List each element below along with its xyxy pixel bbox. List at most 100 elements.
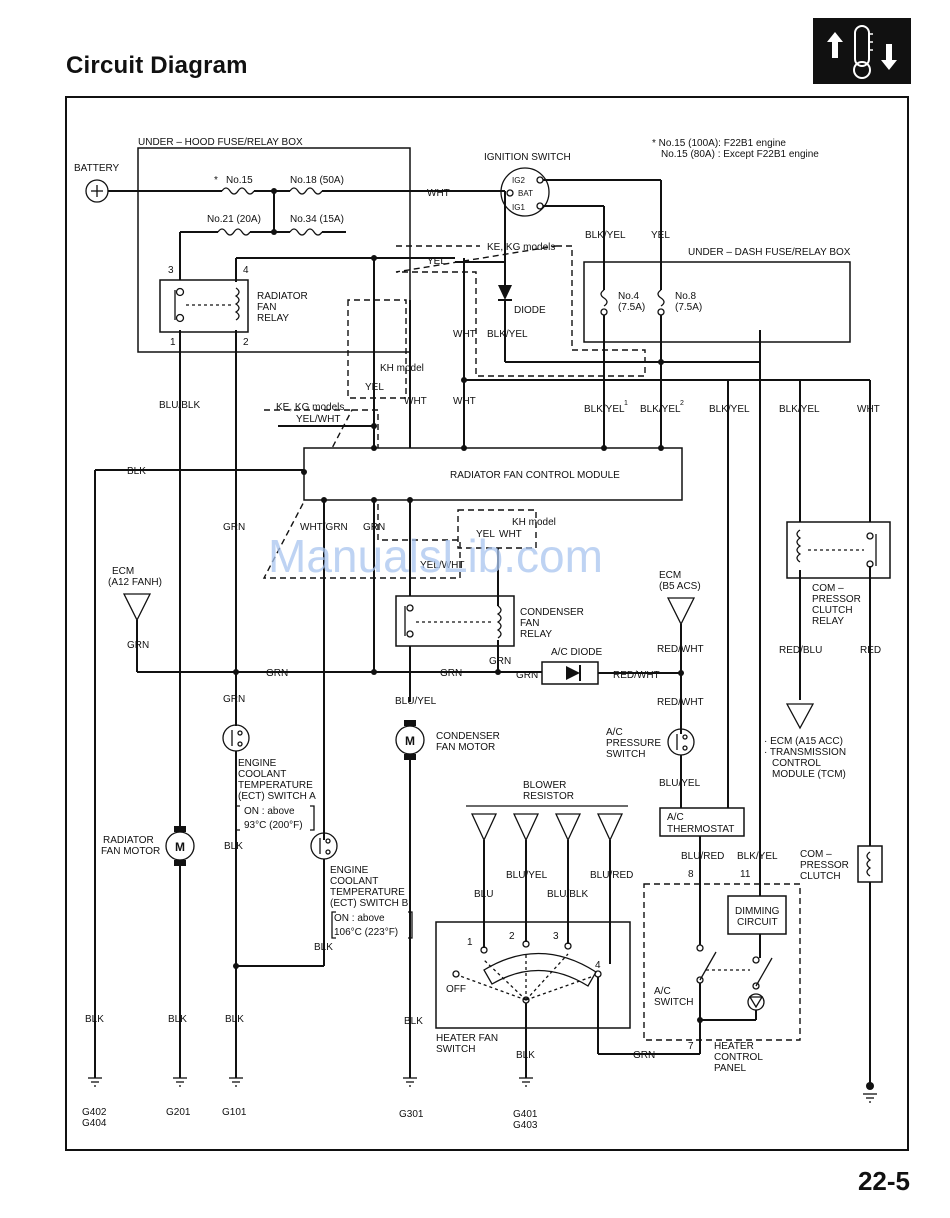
blk-g201-label: BLK xyxy=(168,1014,187,1025)
climate-section-icon xyxy=(813,18,911,84)
hcp-1-label: HEATER xyxy=(714,1041,754,1052)
blu-red-label: BLU/RED xyxy=(590,870,633,881)
blk-yel-ig-label: BLK/YEL xyxy=(585,230,626,241)
under-hood-box-label: UNDER – HOOD FUSE/RELAY BOX xyxy=(138,137,303,148)
yel-kh2-label: YEL xyxy=(476,529,495,540)
blk-yel3-label: BLK/YEL xyxy=(709,404,750,415)
sup2-label: 2 xyxy=(680,400,684,407)
grn-hc-label: GRN xyxy=(633,1050,655,1061)
fuse-21-label: No.21 (20A) xyxy=(207,214,261,225)
blu-blk-wire-label: BLU/BLK xyxy=(159,400,200,411)
red-wht3-label: RED/WHT xyxy=(657,697,704,708)
engine-note-2: No.15 (80A) : Except F22B1 engine xyxy=(661,149,819,160)
ac-thermostat xyxy=(659,807,745,837)
wht-kh2-label: WHT xyxy=(499,529,522,540)
g404-label: G404 xyxy=(82,1118,107,1129)
page-number: 22-5 xyxy=(857,1166,910,1196)
ect-a-3-label: TEMPERATURE xyxy=(238,780,313,791)
m-label: M xyxy=(405,734,415,748)
ecm-mid-1-label: ECM xyxy=(659,570,681,581)
sw3-label: 3 xyxy=(553,931,559,942)
page-title: Circuit Diagram xyxy=(66,52,248,79)
sup1-label: 1 xyxy=(624,400,628,407)
ig1-label: IG1 xyxy=(512,203,525,212)
blk-left-label: BLK xyxy=(127,466,146,477)
yel-wht-label: YEL/WHT xyxy=(296,414,340,425)
blk-g101-label: BLK xyxy=(225,1014,244,1025)
hfs-1-label: HEATER FAN xyxy=(436,1033,498,1044)
relay-rad-3-label: RELAY xyxy=(257,313,289,324)
radiator-fan-relay xyxy=(159,279,249,333)
g201-label: G201 xyxy=(166,1107,191,1118)
yel-ig-label: YEL xyxy=(651,230,670,241)
bat-label: BAT xyxy=(518,189,533,198)
cond-relay-3-label: RELAY xyxy=(520,629,552,640)
rad-motor-2-label: FAN MOTOR xyxy=(101,846,160,857)
arrow-up-icon xyxy=(827,32,843,58)
blu-red-hc-label: BLU/RED xyxy=(681,851,724,862)
fuse8-label: No.8 xyxy=(675,291,697,302)
comp-relay-1-label: COM – xyxy=(812,583,844,594)
g403-label: G403 xyxy=(513,1120,538,1131)
ecm-fanh-terminal xyxy=(122,593,152,622)
blk-yel-hc-label: BLK/YEL xyxy=(737,851,778,862)
watermark: ManualsLib.com xyxy=(268,530,603,582)
blu-blk-bl-label: BLU/BLK xyxy=(547,889,588,900)
yel-ke-label: YEL xyxy=(427,256,446,267)
red-label: RED xyxy=(860,645,881,656)
ect-a-5-label: ON : above xyxy=(244,806,295,817)
pin2-label: 2 xyxy=(243,337,249,348)
ignition-switch-label: IGNITION SWITCH xyxy=(484,152,571,163)
cond-motor-1-label: CONDENSER xyxy=(436,731,500,742)
ac-press-2-label: PRESSURE xyxy=(606,738,661,749)
battery-label: BATTERY xyxy=(74,163,120,174)
pin11-label: 11 xyxy=(740,869,751,880)
ect-a-2-label: COOLANT xyxy=(238,769,286,780)
fuse-18-label: No.18 (50A) xyxy=(290,175,344,186)
blk-ect-label: BLK xyxy=(224,841,243,852)
kh-model2-label: KH model xyxy=(512,517,556,528)
under-hood-fuse-relay-box xyxy=(137,147,411,353)
ac-press-3-label: SWITCH xyxy=(606,749,645,760)
wht-grn-label: WHT/GRN xyxy=(300,522,348,533)
cond-motor-2-label: FAN MOTOR xyxy=(436,742,495,753)
ac-diode-label: A/C DIODE xyxy=(551,647,602,658)
ground-clutch xyxy=(863,1093,877,1103)
diode xyxy=(498,285,512,300)
relay-rad-2-label: FAN xyxy=(257,302,276,313)
grn-cond-label: GRN xyxy=(489,656,511,667)
sw1-label: 1 xyxy=(467,937,473,948)
ignition-switch xyxy=(500,167,550,217)
blk-ectb-label: BLK xyxy=(314,942,333,953)
cond-relay-1-label: CONDENSER xyxy=(520,607,584,618)
blk-g402-label: BLK xyxy=(85,1014,104,1025)
grn-ecm-label: GRN xyxy=(127,640,149,651)
fuse15-star-label: * xyxy=(214,175,218,186)
ke-kg-top-label: KE, KG models xyxy=(487,242,555,253)
diagram-frame xyxy=(65,96,909,1151)
blk-yel-mid-label: BLK/YEL xyxy=(487,329,528,340)
g301-label: G301 xyxy=(399,1109,424,1120)
dimming-circuit xyxy=(727,895,787,935)
ect-b-2-label: COOLANT xyxy=(330,876,378,887)
grn-bus1-label: GRN xyxy=(266,668,288,679)
grn-bus3-label: GRN xyxy=(516,670,538,681)
ect-switch-a xyxy=(222,724,250,752)
grn-bus2-label: GRN xyxy=(440,668,462,679)
ac-thermo-2-label: THERMOSTAT xyxy=(667,824,734,835)
blower-2-label: RESISTOR xyxy=(523,791,574,802)
sw2-label: 2 xyxy=(509,931,515,942)
rad-motor-1-label: RADIATOR xyxy=(103,835,154,846)
yel-wht2-label: YEL/WHT xyxy=(420,560,464,571)
arrow-down-icon xyxy=(881,44,897,70)
condenser-fan-relay xyxy=(395,595,515,647)
under-dash-box-label: UNDER – DASH FUSE/RELAY BOX xyxy=(688,247,851,258)
ig2-label: IG2 xyxy=(512,176,525,185)
kh-model-label: KH model xyxy=(380,363,424,374)
m-label: M xyxy=(175,840,185,854)
comp-relay-2-label: PRESSOR xyxy=(812,594,861,605)
blu-yel-cond-label: BLU/YEL xyxy=(395,696,437,707)
ground-g301 xyxy=(403,1077,417,1087)
fuse-18 xyxy=(289,187,323,195)
red-blu-label: RED/BLU xyxy=(779,645,822,656)
